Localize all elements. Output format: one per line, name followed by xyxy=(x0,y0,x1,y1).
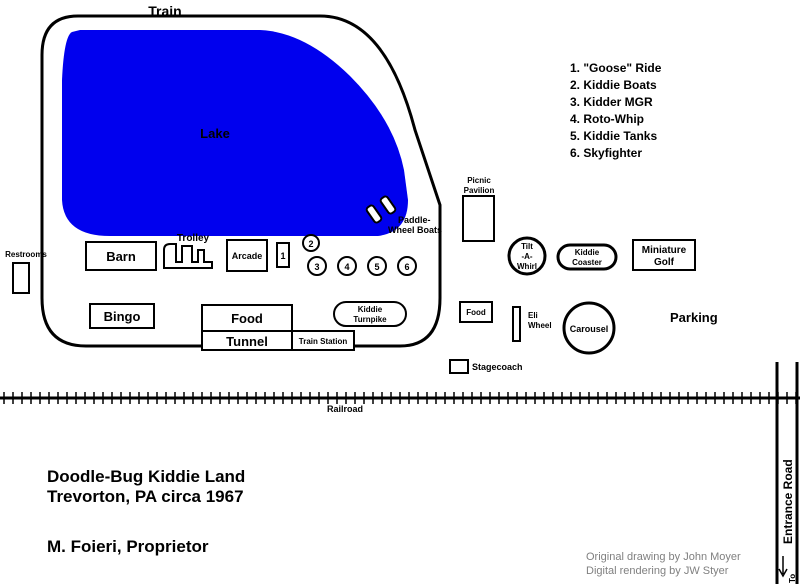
bingo xyxy=(89,303,155,329)
legend-item: 4. Roto-Whip xyxy=(570,112,644,126)
title-line-1: Doodle-Bug Kiddie Land xyxy=(47,467,245,486)
entrance-road-label: Entrance Road xyxy=(781,459,795,544)
legend-item: 3. Kidder MGR xyxy=(570,95,653,109)
kiddie-coaster xyxy=(556,243,618,271)
credit-line-2: Digital rendering by JW Styer xyxy=(586,565,729,577)
ride-1-number: 1 xyxy=(280,251,285,261)
ride-1 xyxy=(276,242,290,268)
eli-wheel xyxy=(512,306,521,342)
kiddie-coaster-label-2: Coaster xyxy=(572,258,602,267)
eli-wheel-label-1: Eli xyxy=(528,311,538,320)
picnic-pavilion-label-2: Pavilion xyxy=(464,186,495,195)
ride-3-number: 3 xyxy=(314,262,319,272)
ride-4 xyxy=(337,256,357,276)
stagecoach xyxy=(449,359,469,374)
picnic-pavilion xyxy=(462,195,495,242)
trolley-track-icon xyxy=(163,243,213,269)
paddle-boats-icon xyxy=(365,195,397,224)
train-station xyxy=(291,330,355,351)
legend-item: 6. Skyfighter xyxy=(570,146,642,160)
ride-5-number: 5 xyxy=(374,262,379,272)
ride-5 xyxy=(367,256,387,276)
stagecoach-label: Stagecoach xyxy=(472,362,523,372)
ride-legend: 1. "Goose" Ride 2. Kiddie Boats 3. Kidde… xyxy=(570,61,662,160)
railroad-label: Railroad xyxy=(327,404,363,414)
barn xyxy=(85,241,157,271)
tilt-a-whirl-label-2: -A- xyxy=(521,252,532,261)
trolley-label: Trolley xyxy=(177,233,210,244)
train-station-label: Train Station xyxy=(299,337,348,346)
tilt-a-whirl-label-1: Tilt xyxy=(521,242,533,251)
parking-label: Parking xyxy=(670,310,718,325)
miniature-golf-label-2: Golf xyxy=(654,257,675,268)
to-label: To xyxy=(788,574,797,583)
kiddie-turnpike-label-1: Kiddie xyxy=(358,305,383,314)
title-line-2: Trevorton, PA circa 1967 xyxy=(47,487,244,506)
tunnel-label: Tunnel xyxy=(226,334,268,349)
kiddie-turnpike xyxy=(333,301,407,327)
ride-6-number: 6 xyxy=(404,262,409,272)
kiddie-coaster-label-1: Kiddie xyxy=(575,248,600,257)
food-stand-label: Food xyxy=(466,308,486,317)
tilt-a-whirl xyxy=(507,236,547,276)
paddle-boats-label-2: Wheel Boats xyxy=(388,225,442,235)
credit-line-1: Original drawing by John Moyer xyxy=(586,551,741,563)
lake-label: Lake xyxy=(200,126,230,141)
legend-item: 2. Kiddie Boats xyxy=(570,78,657,92)
carousel-label: Carousel xyxy=(570,324,609,334)
proprietor-line: M. Foieri, Proprietor xyxy=(47,537,209,556)
ride-6 xyxy=(397,256,417,276)
train-label: Train xyxy=(148,3,181,19)
entrance-arrow-icon xyxy=(778,556,788,578)
barn-label: Barn xyxy=(106,249,136,264)
ride-2 xyxy=(302,234,320,252)
paddle-boats-label-1: Paddle- xyxy=(398,215,431,225)
carousel xyxy=(562,301,616,355)
lake xyxy=(62,30,408,236)
arcade-label: Arcade xyxy=(232,251,263,261)
food-stand xyxy=(459,301,493,323)
miniature-golf-label-1: Miniature xyxy=(642,245,687,256)
legend-item: 1. "Goose" Ride xyxy=(570,61,662,75)
ride-4-number: 4 xyxy=(344,262,349,272)
restrooms-label: Restrooms xyxy=(5,250,47,259)
food-main-label: Food xyxy=(231,311,263,326)
legend-item: 5. Kiddie Tanks xyxy=(570,129,657,143)
kiddie-turnpike-label-2: Turnpike xyxy=(353,315,387,324)
bingo-label: Bingo xyxy=(104,309,141,324)
tilt-a-whirl-label-3: Whirl xyxy=(517,262,537,271)
eli-wheel-label-2: Wheel xyxy=(528,321,552,330)
railroad-ties xyxy=(3,392,797,404)
ride-3 xyxy=(307,256,327,276)
arcade xyxy=(226,239,268,272)
miniature-golf xyxy=(632,239,696,271)
picnic-pavilion-label-1: Picnic xyxy=(467,176,491,185)
restrooms xyxy=(12,262,30,294)
ride-2-number: 2 xyxy=(308,239,313,249)
